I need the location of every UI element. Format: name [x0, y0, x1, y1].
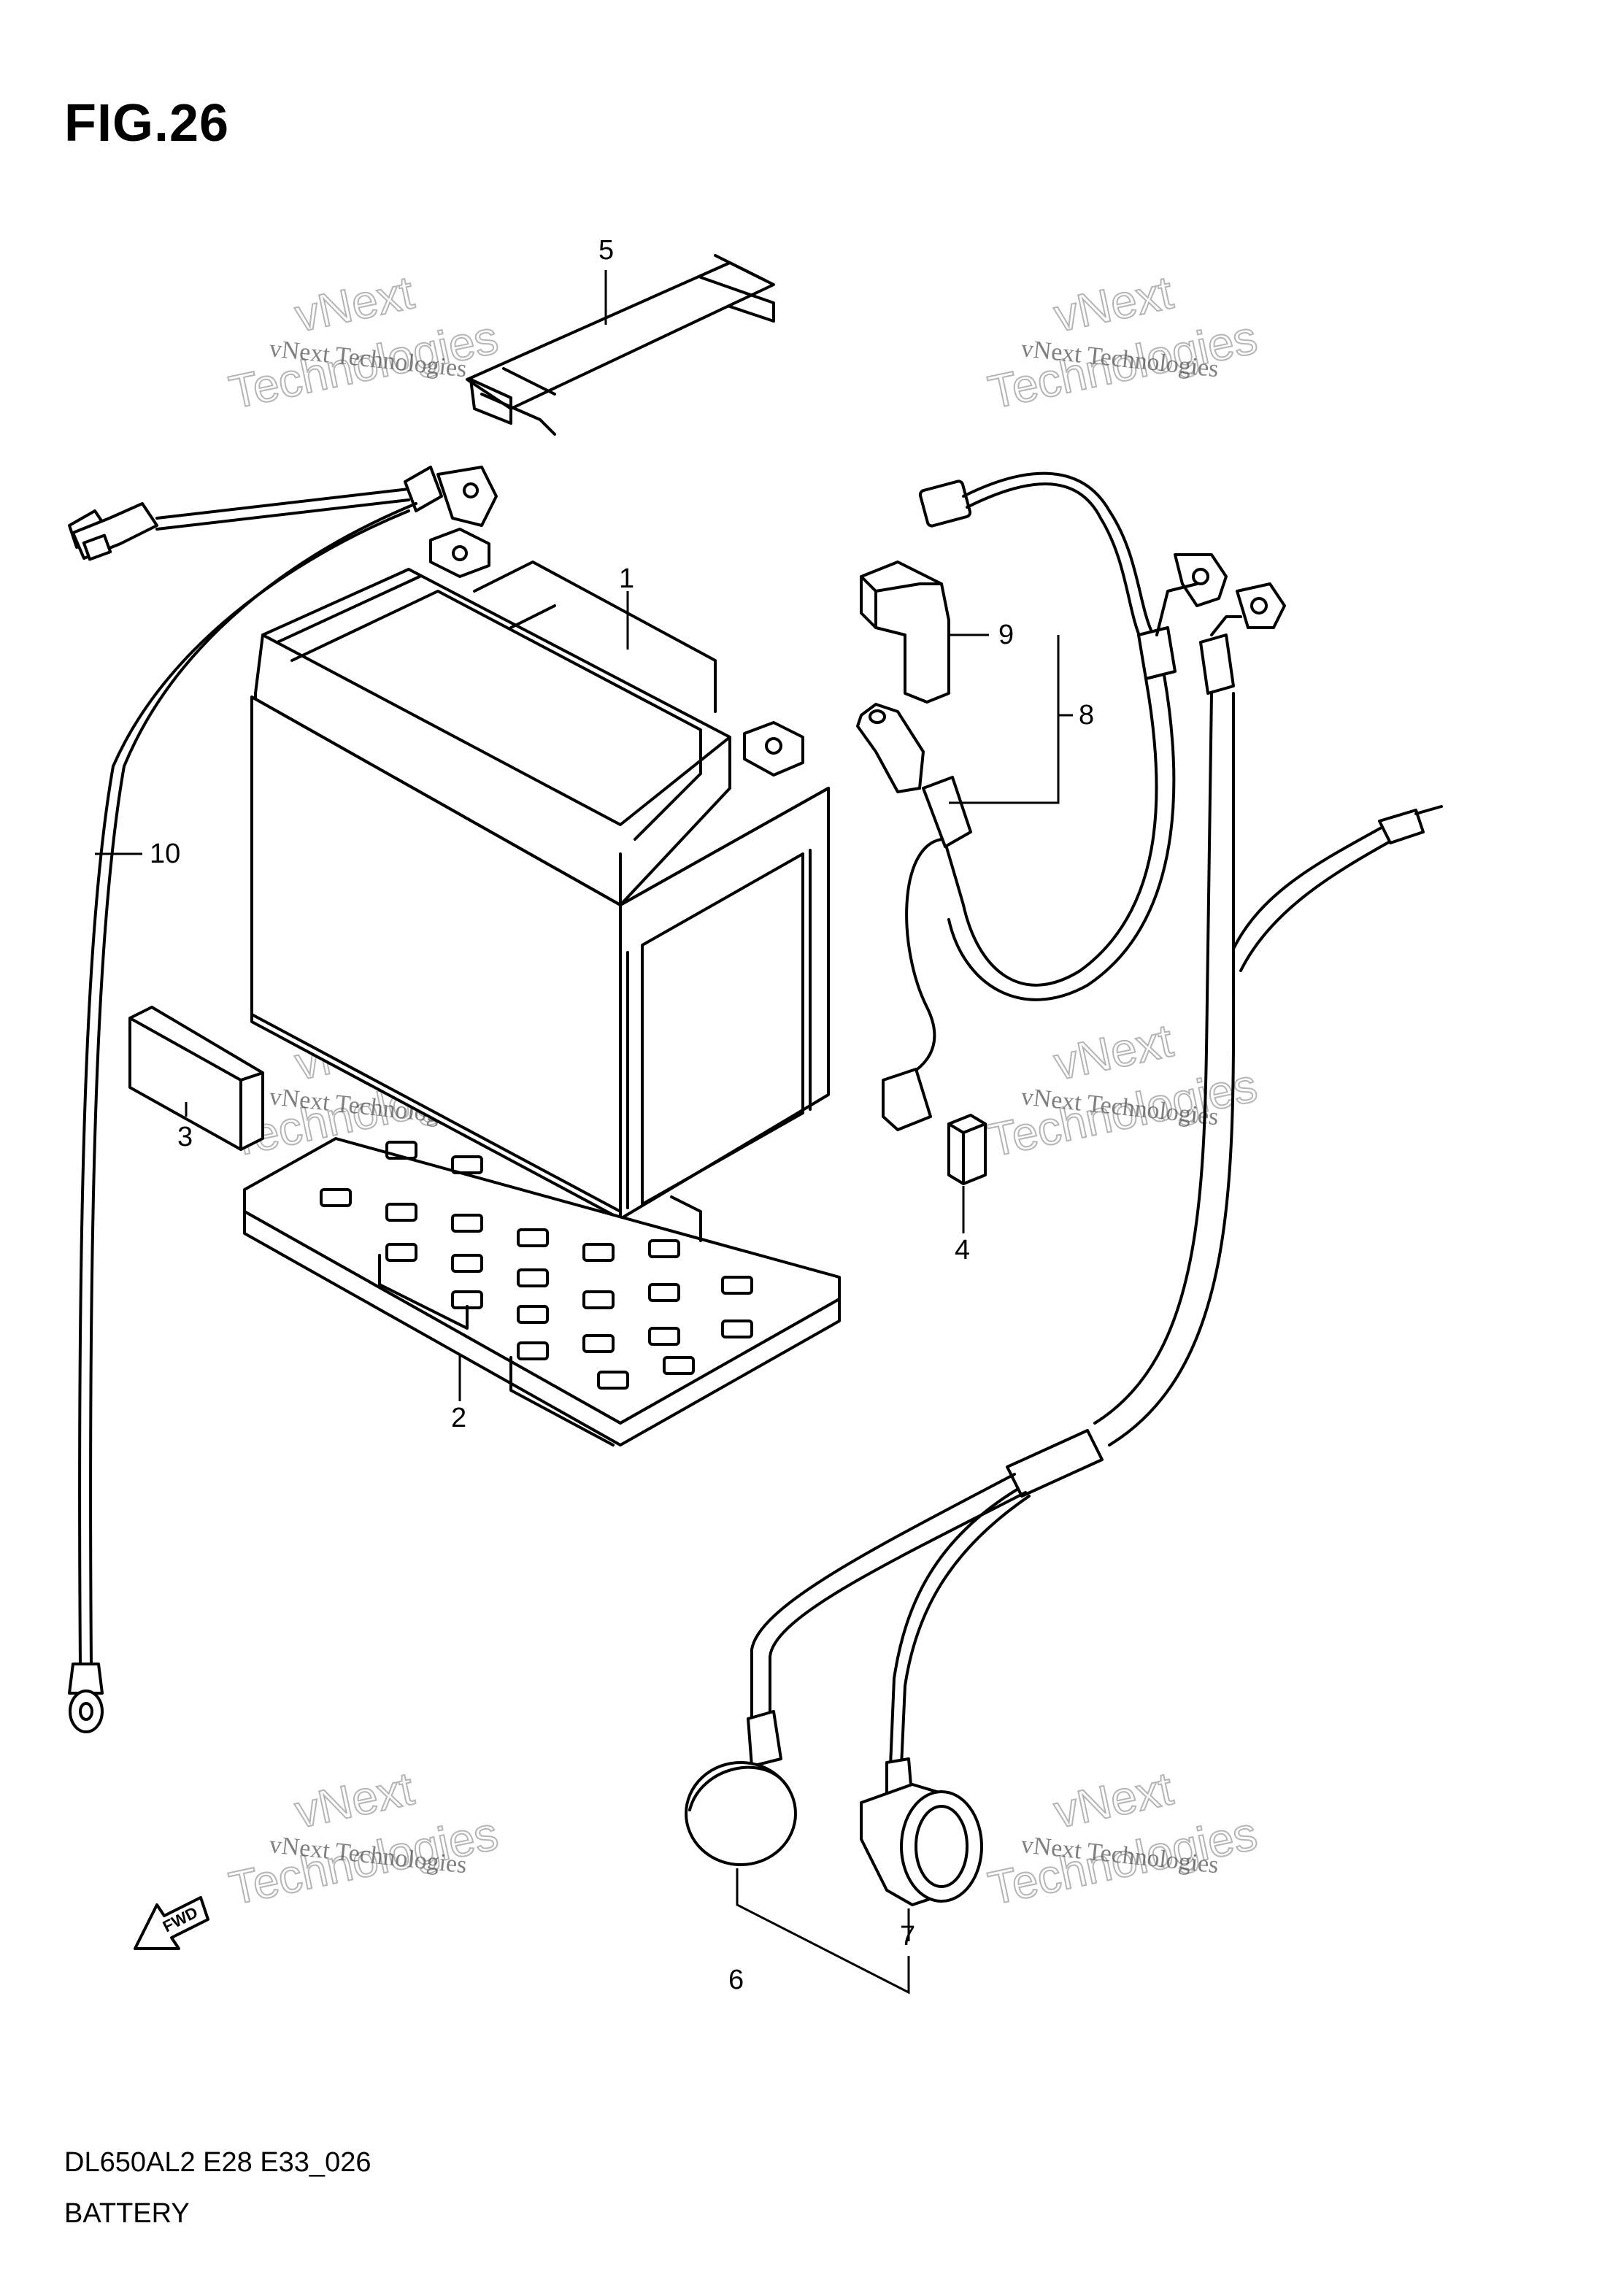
callout-3: 3 — [177, 1122, 193, 1152]
part-1-battery — [250, 528, 830, 1220]
part-7-terminal-cover — [860, 1783, 983, 1906]
callout-5: 5 — [598, 235, 614, 266]
fwd-direction-marker: FWD — [134, 1896, 209, 1950]
callout-numbers: 5 1 3 2 4 6 7 8 9 10 — [150, 235, 1094, 1995]
watermark-bottom-right: vNext Technologies vNext Technologies — [983, 1761, 1262, 1915]
section-name: BATTERY — [64, 2198, 190, 2229]
part-5-battery-strap — [466, 254, 775, 436]
callout-9: 9 — [998, 620, 1014, 650]
watermark-mid-right: vNext Technologies vNext Technologies — [983, 1013, 1262, 1167]
watermark-top-right: vNext Technologies vNext Technologies — [983, 265, 1262, 419]
part-4-small-pad — [947, 1114, 987, 1185]
figure-title: FIG.26 — [64, 94, 230, 153]
leader-lines — [95, 270, 1073, 1995]
watermark-bottom-left: vNext Technologies vNext Technologies — [224, 1761, 503, 1915]
callout-1: 1 — [619, 563, 634, 594]
part-9-terminal-cap — [860, 560, 950, 704]
callout-6: 6 — [728, 1965, 744, 1995]
callout-10: 10 — [150, 839, 180, 869]
callout-7: 7 — [900, 1921, 915, 1952]
fwd-arrow-icon — [134, 1896, 209, 1950]
watermark-top-left: vNext Technologies vNext Technologies — [224, 265, 503, 419]
tray-slots — [320, 1141, 753, 1390]
callout-4: 4 — [955, 1235, 970, 1266]
part-10-ground-cable — [68, 466, 498, 1733]
model-code: DL650AL2 E28 E33_026 — [64, 2147, 371, 2178]
part-8-positive-cable — [856, 471, 1228, 1131]
part-6-harness — [685, 582, 1443, 1866]
callout-2: 2 — [451, 1403, 466, 1433]
part-3-pad — [128, 1006, 264, 1151]
part-2-battery-tray — [243, 1137, 841, 1446]
callout-8: 8 — [1079, 700, 1094, 731]
